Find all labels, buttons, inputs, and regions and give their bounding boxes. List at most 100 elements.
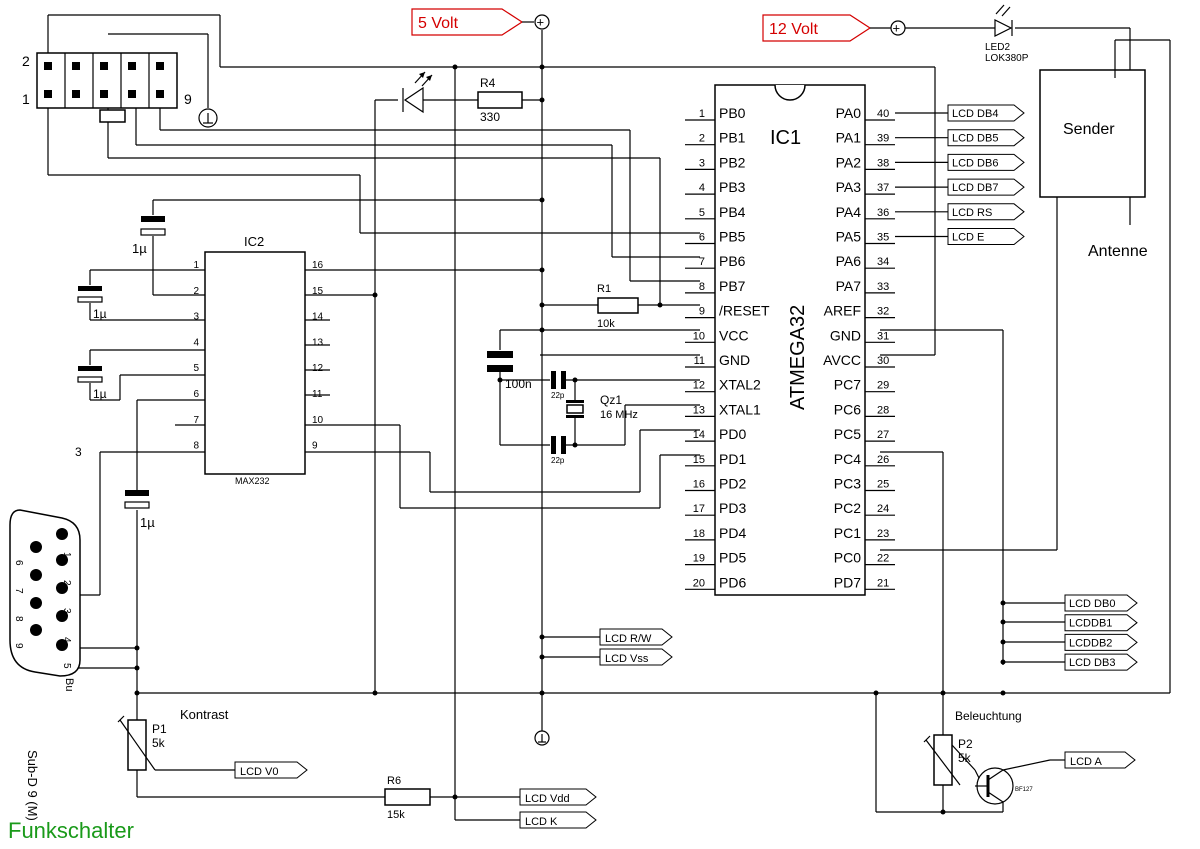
antenne-label: Antenne: [1088, 243, 1148, 260]
lcd-flag-label: LCD DB6: [952, 157, 998, 169]
r1-value: 10k: [597, 318, 615, 330]
ic1-pin-label: PB1: [719, 130, 746, 146]
lcd-flag-label: LCD E: [952, 232, 984, 244]
ic1-pin-number: 11: [694, 355, 705, 367]
lcd-a-label: LCD A: [1070, 756, 1102, 768]
header-pin-9-label: 9: [184, 91, 192, 107]
led2-part: LOK380P: [985, 53, 1029, 64]
ic1-pin-label: XTAL2: [719, 377, 761, 393]
ic1-pin-number: 23: [877, 528, 889, 540]
lcd-flag-shape: [947, 228, 1025, 245]
ic1-pin-label: PC3: [834, 476, 861, 492]
ic1-pin-label: PB7: [719, 278, 746, 294]
ic1-pin-label: PC4: [834, 451, 861, 467]
lcd-flag-shape: [1064, 614, 1138, 632]
ic1-pin-label: PD5: [719, 550, 746, 566]
ic1-pin-number: 17: [693, 503, 705, 515]
svg-text:+: +: [537, 15, 545, 30]
ic1-pin-label: /RESET: [719, 303, 770, 319]
ic1-pin-number: 32: [877, 306, 889, 318]
r6-name: R6: [387, 775, 401, 787]
led2-name: LED2: [985, 42, 1010, 53]
ic1-pin-label: PD2: [719, 476, 746, 492]
subd-pin-number: 4: [61, 637, 72, 643]
lcd-flag-shape: [1064, 633, 1138, 651]
cap-1u-b-label: 1µ: [93, 307, 107, 321]
cap-22p-bottom: 22p: [551, 436, 566, 465]
ic1-pin-label: PB6: [719, 253, 746, 269]
ic1-pin-number: 35: [877, 232, 889, 244]
ic2-pin-number: 5: [193, 363, 199, 374]
ic1-pin-label: PD1: [719, 451, 746, 467]
ic1-pin-label: PA4: [836, 204, 862, 220]
ic1-pin-number: 1: [699, 108, 705, 120]
qz1-name: Qz1: [600, 393, 622, 407]
cap-100n: 100n: [487, 351, 532, 391]
ic1-pin-number: 3: [699, 157, 705, 169]
ic1-pin-label: PA7: [836, 278, 862, 294]
ic1-pin-number: 15: [693, 454, 705, 466]
lcd-flag-shape: [947, 153, 1025, 171]
lcd-vdd-flag: LCD Vdd: [519, 788, 597, 806]
cap-1u-bottom: 1µ: [124, 490, 155, 530]
ic1-pin-number: 19: [693, 553, 705, 565]
ic1-pin-label: PA3: [836, 179, 862, 195]
potentiometer-p2: Beleuchtung P2 5k: [923, 709, 1022, 786]
ic1-pin-label: PB2: [719, 154, 746, 170]
ic1-pin-number: 16: [693, 479, 705, 491]
lcd-v0-label: LCD V0: [240, 766, 279, 778]
lcd-flag-shape: [947, 104, 1025, 122]
transistor-label: BF127: [1015, 787, 1033, 793]
subd-pin-number: 2: [61, 580, 72, 586]
ic1-pin-number: 4: [699, 182, 705, 194]
ic1-pin-number: 21: [877, 577, 889, 589]
potentiometer-p1: Kontrast P1 5k: [117, 707, 229, 771]
page-title: Funkschalter: [8, 818, 134, 843]
header-pin-2-label: 2: [22, 53, 30, 69]
ic2-pin-number: 8: [193, 441, 199, 452]
lcd-a-flag: LCD A: [1064, 751, 1136, 769]
ic1-pin-number: 26: [877, 454, 889, 466]
beleuchtung-label: Beleuchtung: [955, 709, 1022, 723]
lcd-flag-label: LCD DB4: [952, 108, 998, 120]
ic1-pin-number: 29: [877, 380, 889, 392]
ic1-part: ATMEGA32: [787, 305, 809, 410]
ic1-pin-number: 12: [693, 380, 705, 392]
ic2-name: IC2: [244, 234, 264, 249]
ic1-pin-label: PC0: [834, 550, 861, 566]
ic1-pin-number: 18: [693, 528, 705, 540]
sender-label: Sender: [1063, 121, 1115, 138]
ic1-pin-label: PC5: [834, 426, 861, 442]
ic1-pin-number: 31: [877, 330, 889, 342]
qz1-value: 16 MHz: [600, 409, 638, 421]
bu-label: Bu: [63, 678, 75, 691]
ic1-pin-label: PA0: [836, 105, 862, 121]
cap-100n-label: 100n: [505, 377, 532, 391]
ic1-pin-label: PD6: [719, 574, 746, 590]
ic1-pin-number: 28: [877, 404, 889, 416]
cap-1u-a-label: 1µ: [132, 241, 147, 256]
ic1-pin-number: 24: [877, 503, 889, 515]
lcd-k-flag: LCD K: [519, 811, 597, 829]
ic1-pin-number: 27: [877, 429, 889, 441]
kontrast-label: Kontrast: [180, 707, 229, 722]
subd-pin-number: 3: [61, 608, 72, 614]
lcd-flag-label: LCDDB2: [1069, 637, 1112, 649]
supply-5v-label: 5 Volt: [418, 15, 459, 32]
lcd-vss-label: LCD Vss: [605, 653, 649, 665]
lcd-flag-label: LCD DB5: [952, 133, 998, 145]
ic1-pin-label: PC2: [834, 500, 861, 516]
lcd-flag-shape: [947, 129, 1025, 147]
ic2-pin-number: 2: [193, 286, 199, 297]
ic1-pin-number: 25: [877, 479, 889, 491]
p1-name: P1: [152, 722, 167, 736]
cap-1u-left-2: 1µ: [77, 366, 107, 401]
subd-pin-number: 9: [13, 643, 24, 649]
ic1-pin-number: 36: [877, 207, 889, 219]
cap-1u-d-label: 1µ: [140, 515, 155, 530]
cap-1u-top: 1µ: [132, 216, 166, 256]
header-pin-1-label: 1: [22, 91, 30, 107]
